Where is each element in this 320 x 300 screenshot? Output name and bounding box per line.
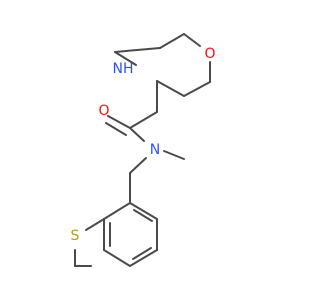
bond-benzene-1 — [129, 202, 158, 220]
bond-benzene-6 — [103, 202, 131, 220]
sulfur-label: S — [71, 228, 80, 244]
bond-ring-4 — [183, 81, 211, 97]
bond-lines — [74, 33, 211, 267]
atom-labels: O NH O N S — [71, 46, 216, 244]
bond-n-methyl — [163, 150, 185, 160]
amide-nitrogen-label: N — [150, 142, 160, 158]
bond-n-benzyl — [129, 157, 147, 174]
bond-benzene-3 — [129, 249, 158, 267]
bond-ring-2 — [183, 33, 201, 47]
bond-benzene-4 — [103, 249, 131, 267]
bond-chain-2 — [129, 111, 158, 129]
bond-aromatic-1 — [133, 209, 153, 222]
structure-canvas: O NH O N S — [70, 33, 216, 267]
bond-ring-7 — [114, 47, 161, 53]
ring-oxygen-label: O — [204, 46, 215, 62]
bond-ring-5 — [156, 80, 185, 97]
molecule-structure: O NH O N S — [71, 33, 216, 267]
bond-ring-1 — [159, 33, 185, 49]
bond-ring-6 — [114, 51, 137, 66]
bond-carbonyl-b — [105, 122, 127, 136]
carbonyl-oxygen-label: O — [98, 103, 109, 119]
bond-ring-sulfur — [85, 218, 105, 231]
bond-carbonyl-a — [107, 115, 131, 129]
bond-carbonyl-nitrogen — [129, 127, 145, 142]
bond-aromatic-2 — [132, 247, 152, 260]
ring-nitrogen-label: NH — [113, 61, 134, 77]
